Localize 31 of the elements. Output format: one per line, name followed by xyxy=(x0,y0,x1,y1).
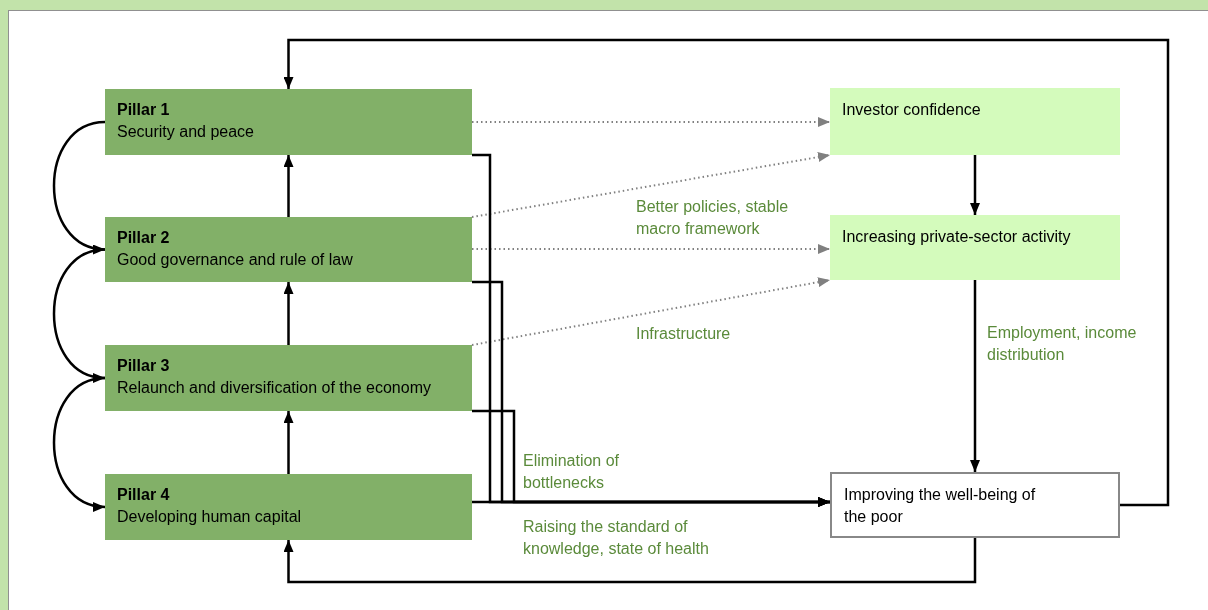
dotted-arrow xyxy=(471,152,831,218)
arrow xyxy=(283,538,977,584)
arrow xyxy=(52,248,106,381)
pillar-box xyxy=(105,345,472,411)
arrow xyxy=(283,411,294,474)
goal-box xyxy=(830,472,1120,538)
arrow xyxy=(283,282,294,345)
pillar-box xyxy=(105,217,472,282)
pillar-title: Pillar 4 xyxy=(117,485,170,505)
arrow xyxy=(970,155,980,215)
arrow xyxy=(283,38,1170,507)
outcome-box xyxy=(830,215,1120,280)
arrow xyxy=(283,155,294,217)
arrow xyxy=(52,120,106,253)
pillar-title: Pillar 1 xyxy=(117,100,170,120)
node-label: Improving the well-being of the poor xyxy=(844,485,1037,527)
arrow xyxy=(970,280,980,472)
arrow xyxy=(52,376,106,510)
node-label: Increasing private-sector activity xyxy=(842,227,1071,247)
arrow xyxy=(472,497,830,507)
node-label: Investor confidence xyxy=(842,100,981,120)
outcome-box xyxy=(830,88,1120,155)
pillar-description: Relaunch and diversification of the economy xyxy=(117,378,431,398)
pillar-title: Pillar 3 xyxy=(117,356,170,376)
pillar-box xyxy=(105,474,472,540)
pillar-description: Good governance and rule of law xyxy=(117,250,353,270)
dotted-arrow xyxy=(471,277,831,346)
pillar-description: Developing human capital xyxy=(117,507,302,527)
pillar-title: Pillar 2 xyxy=(117,228,170,248)
pillar-description: Security and peace xyxy=(117,122,254,142)
pillar-box xyxy=(105,89,472,155)
